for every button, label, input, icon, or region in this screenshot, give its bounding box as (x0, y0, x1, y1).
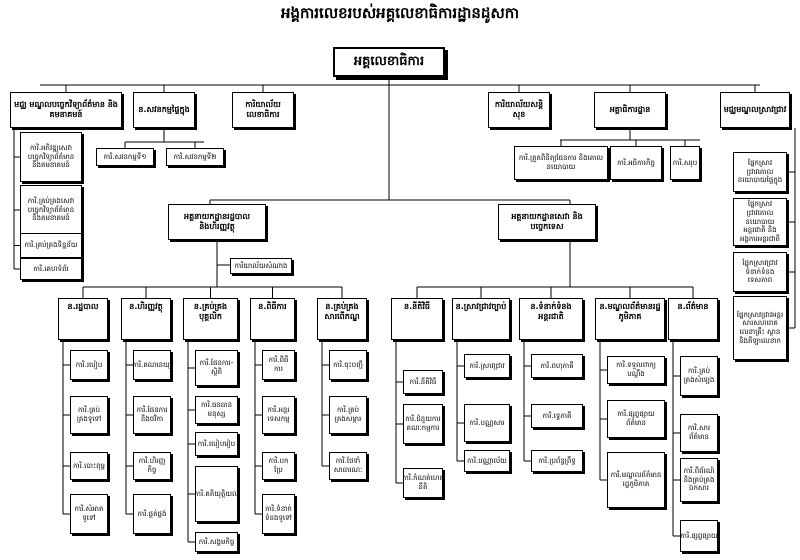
gd-services-unit-3-1: ការិ.ផ្សព្វផ្សាយព័ត៌មាន (607, 400, 665, 438)
gd-services-unit-2-0: ការិ.ពហុភាគី (531, 354, 583, 378)
gd-admin-unit-2-3: ការិ.គតិយុត្តិយល (195, 466, 238, 522)
gd-admin-dept-0: ន.រដ្ឋបាល (58, 298, 108, 340)
gd-services-unit-1-2: ការិ.បណ្ណាល័យ (464, 450, 510, 472)
gd-services-unit-0-1: ការិ.ជំនួយការគណៈកម្មការ (403, 404, 443, 444)
centre-innovation-box: មជ្ឈ មណ្ឌលបច្ចេកវិទ្យាព័ត៌មាន និងគមនាគមន… (10, 92, 122, 128)
security-office-box: ការិយាល័យសន្តិសុខ (488, 92, 550, 128)
gd-admin-unit-0-1: ការិ.គ្រប់គ្រងទូទៅ (70, 396, 108, 434)
gd-services-unit-1-0: ការិ.ស្រាវជ្រាវ (464, 354, 510, 378)
training-unit-1: ផ្នែកស្រាវជ្រាវគោលនយោបាយអន្តរជាតិ និងអង្… (733, 198, 787, 246)
gd-services-dept-2: ន.ទំនាក់ទំនងអន្តរជាតិ (519, 298, 583, 340)
gd-services-unit-0-2: ការិ.កំណត់ហេតុនីតិ (403, 468, 443, 498)
inspection-dept-box: អគ្គាធិការដ្ឋាន (594, 92, 666, 128)
gd-services-unit-3-2: ការិ.មណ្ឌលព័ត៌មានរដ្ឋភូមិភាគ (607, 452, 665, 508)
gd-admin-unit-3-3: ការិ.ទំនាក់ទំនងទូទៅ (262, 494, 295, 534)
gd-admin-unit-1-0: ការិ.គណនេយ្យ (133, 350, 171, 380)
gd-admin-unit-4-2: ការិ.ថែទាំ សាធារណៈ (329, 452, 367, 480)
gd-admin-dept-2: ន.គ្រប់គ្រងបុគ្គលិក (183, 298, 238, 340)
gd-admin-unit-3-1: ការិ.អន្តរទេសកម្ម (262, 396, 295, 434)
gd-services-unit-4-1: ការិ.សារព័ត៌មាន (680, 414, 718, 452)
gd-services-box: អគ្គនាយកដ្ឋានសេវា និងបច្ចេកទេស (498, 204, 596, 240)
gd-admin-unit-2-1: ការិ.ធនធានមនុស្ស (195, 396, 238, 424)
gd-admin-unit-1-3: ការិ.ផ្គត់ផ្គង់ (133, 494, 171, 534)
gd-admin-unit-4-0: ការិ.ចុះបញ្ជី (329, 350, 367, 380)
audit-unit-1: ការិ.សវនកម្មទី២ (166, 148, 224, 166)
centre-unit-0: ការិ.អភិវឌ្ឍសេវាបច្ចេកវិទ្យាព័ត៌មាន និងគ… (20, 132, 82, 182)
gd-services-dept-0: ន.នីតិវិធី (391, 298, 443, 340)
training-unit-3: ផ្នែកស្រាវជ្រាវអន្តរសារសហរោគលេខាគ្រឹះ ស្… (733, 296, 787, 360)
gd-admin-unit-1-1: ការិ.ផែនការ និងថវិកា (133, 396, 171, 434)
internal-audit-box: ន.សវនកម្មផ្ទៃក្នុង (133, 92, 195, 128)
chart-title: អង្គការលេខរបស់អគ្គលេខាធិការដ្ឋានដូសកា (280, 4, 520, 22)
gd-admin-dept-3: ន.ពិធីការ (250, 298, 295, 340)
gd-admin-unit-2-4: ការិ.សង្គមកិច្ច (195, 532, 238, 552)
gd-services-unit-2-2: ការិ.ប្រព័ន្ធព្រឹទ្ធ (531, 450, 583, 472)
gd-admin-unit-3-0: ការិ.ពិធីការ (262, 350, 295, 380)
gd-admin-unit-0-0: ការិ.របៀប (70, 350, 108, 380)
gd-admin-unit-3-2: ការិ.បកប្រែ (262, 452, 295, 480)
gd-admin-office-box: ការិយាល័យសំណាង (230, 258, 292, 274)
centre-unit-3: ការិ.គេហទំព័រ (20, 258, 82, 280)
training-unit-2: ផ្នែកស្រាវជ្រាវទំនាក់ទំនងទេសភាព (733, 252, 787, 292)
gd-services-dept-3: ន.មណ្ឌលព័ត៌មានរដ្ឋភូមិភាគ (595, 298, 665, 340)
gd-services-unit-4-2: ការិ.ពិព័រណ៍ និងគ្រប់គ្រងឯកសារ (680, 458, 718, 502)
gd-services-unit-2-1: ការិ.ទ្វេភាគី (531, 404, 583, 428)
inspection-unit-0: ការិ.ត្រួតពិនិត្យផែនការ និងគោលនយោបាយ (514, 146, 608, 180)
secretary-general-box: អគ្គលេខាធិការ (333, 47, 445, 77)
gd-admin-dept-4: ន.គ្រប់គ្រងសារពើភណ្ឌ (317, 298, 367, 340)
audit-unit-0: ការិ.សវនកម្មទី១ (96, 148, 154, 166)
gd-services-unit-4-0: ការិ.គ្រប់គ្រងសំឡេង (680, 356, 718, 396)
centre-unit-2: ការិ.គ្រប់គ្រងទិន្នន័យ (20, 233, 82, 258)
gd-services-unit-3-0: ការិ.ទទួលពាក្យបណ្ដឹង (607, 356, 665, 384)
gd-services-dept-1: ន.ស្រាវជ្រាវច្បាប់ (452, 298, 510, 340)
centre-unit-1: ការិ.គ្រប់គ្រងសេវាបច្ចេកវិទ្យាព័ត៌មាន និ… (20, 185, 82, 235)
gd-admin-unit-4-1: ការិ.គ្រប់គ្រងសម្ភារ (329, 396, 367, 434)
gd-admin-box: អគ្គនាយកដ្ឋានរដ្ឋបាល និងហិរញ្ញវត្ថុ (168, 204, 266, 240)
gd-admin-unit-2-0: ការិ.ផែនការ-ស្ថិតិ (195, 350, 238, 386)
gd-services-dept-4: ន.ព័ត៌មាន (668, 298, 718, 340)
training-centre-box: មជ្ឈមណ្ឌលស្រាវជ្រាវ (720, 92, 790, 128)
gd-services-unit-1-1: ការិ.បណ្ណសារ (464, 404, 510, 442)
inspection-unit-1: ការិ.អធិការកិច្ច (610, 146, 662, 180)
gd-admin-unit-0-3: ការិ.សំអាតទូទៅ (70, 494, 108, 534)
gd-admin-dept-1: ន.ហិរញ្ញវត្ថុ (121, 298, 171, 340)
gd-admin-unit-1-2: ការិ.ហិរញ្ញកិច្ច (133, 452, 171, 480)
gd-admin-unit-2-2: ការិ.របៀបរៀប (195, 432, 238, 456)
secretariat-cabinet-box: ការិយាល័យលេខាធិការ (232, 92, 294, 128)
gd-admin-unit-0-2: ការិ.បោះពុម្ព (70, 452, 108, 480)
gd-services-unit-4-3: ការិ.ផ្សព្វផ្សាយ (680, 520, 718, 552)
inspection-unit-2: ការិ.សរុប (670, 146, 700, 180)
gd-services-unit-0-0: ការិ.នីតិវិធី (403, 370, 443, 394)
training-unit-0: ផ្នែកស្រាវជ្រាវគោលនយោបាយផ្ទៃក្នុង (733, 152, 787, 192)
